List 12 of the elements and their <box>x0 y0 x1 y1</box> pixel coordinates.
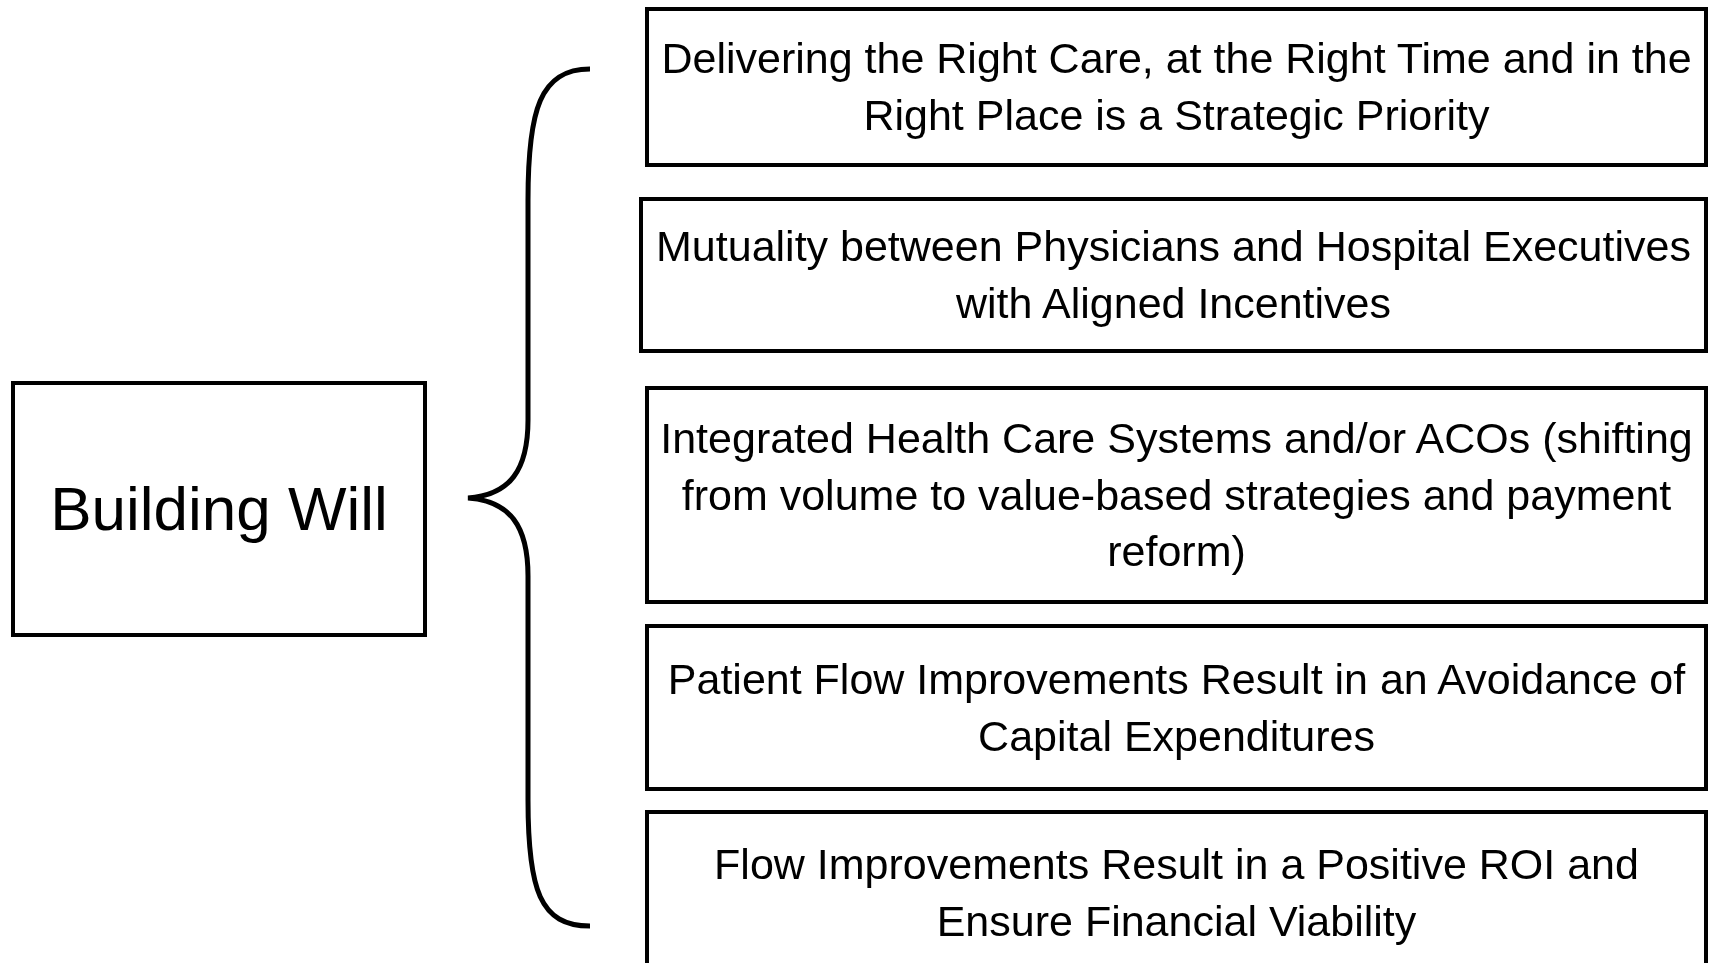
text-box <box>645 7 1708 167</box>
box-label: Delivering the Right Care, at the Right Time and in the Right Place is a Strategic Priority <box>660 33 1693 141</box>
text-box <box>639 197 1708 353</box>
text-box <box>645 386 1708 604</box>
text-box <box>11 381 427 637</box>
box-label: Mutuality between Physicians and Hospital Executives with Aligned Incentives <box>655 221 1692 329</box>
text-box <box>645 624 1708 791</box>
text-box <box>645 810 1708 963</box>
box-label: Building Will <box>50 473 388 546</box>
box-label: Integrated Health Care Systems and/or ACOs (shifting from volume to value-based strategies and payment reform) <box>659 412 1694 578</box>
box-label: Patient Flow Improvements Result in an Avoidance of Capital Expenditures <box>666 653 1687 762</box>
box-label: Flow Improvements Result in a Positive ROI and Ensure Financial Viability <box>713 839 1640 947</box>
